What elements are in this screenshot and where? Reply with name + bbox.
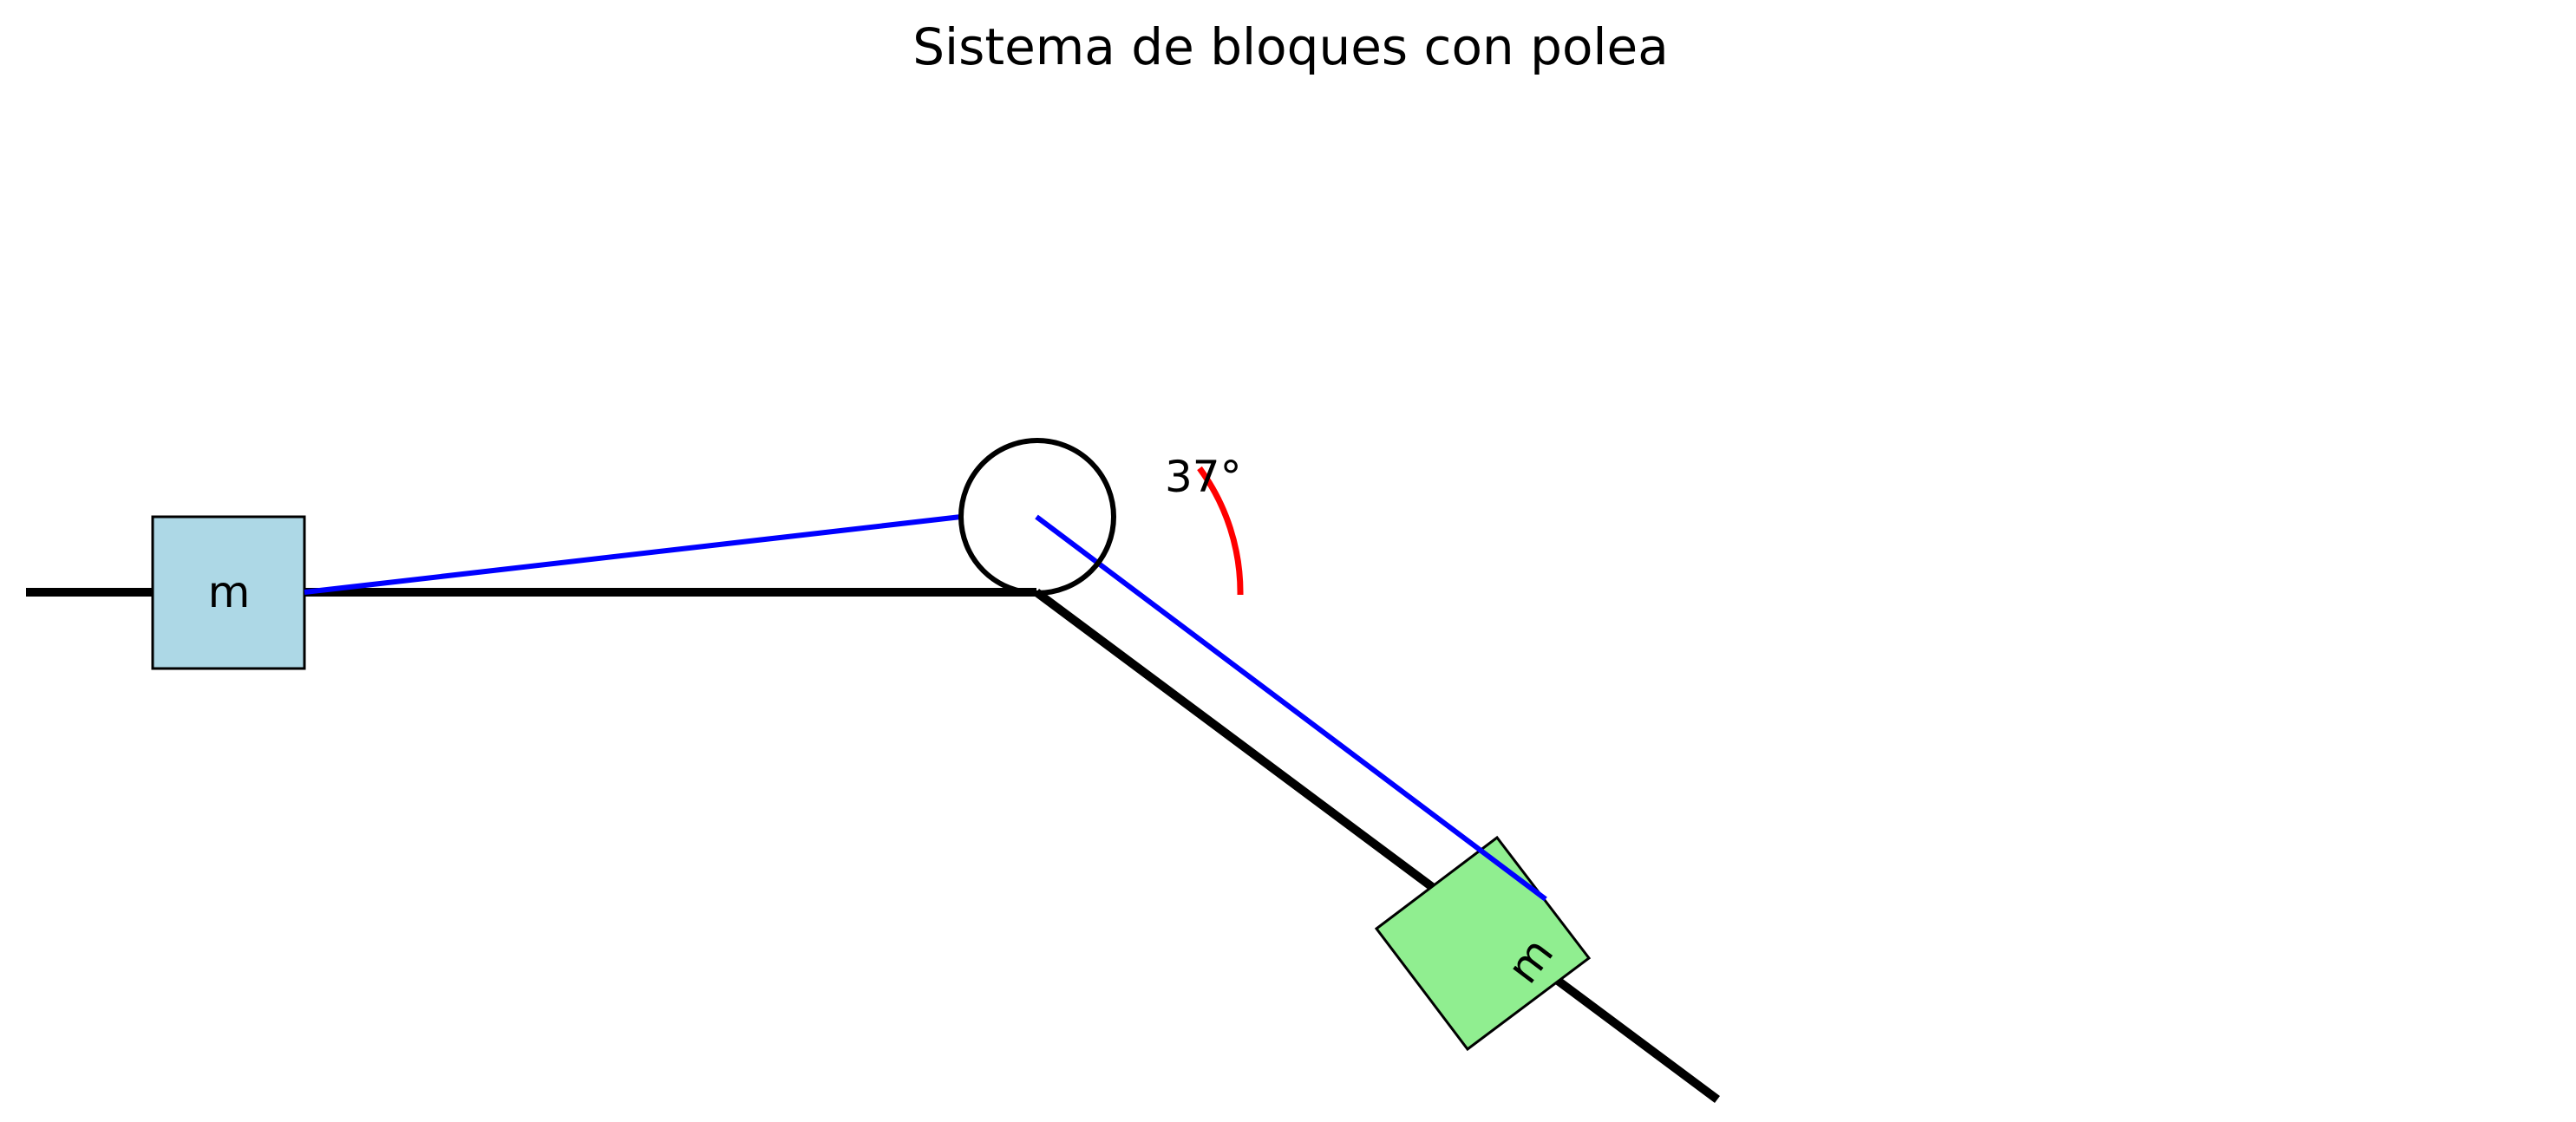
rope-incline-segment <box>1035 514 1547 902</box>
rope-horizontal-segment <box>304 514 962 595</box>
angle-label: 37° <box>1165 452 1242 502</box>
left-block-label: m <box>208 567 251 617</box>
angle-arc <box>1197 466 1244 596</box>
left-block <box>151 515 306 670</box>
diagram-title: Sistema de bloques con polea <box>912 17 1669 76</box>
pulley <box>958 438 1116 596</box>
inclined-surface <box>1034 588 1720 1104</box>
